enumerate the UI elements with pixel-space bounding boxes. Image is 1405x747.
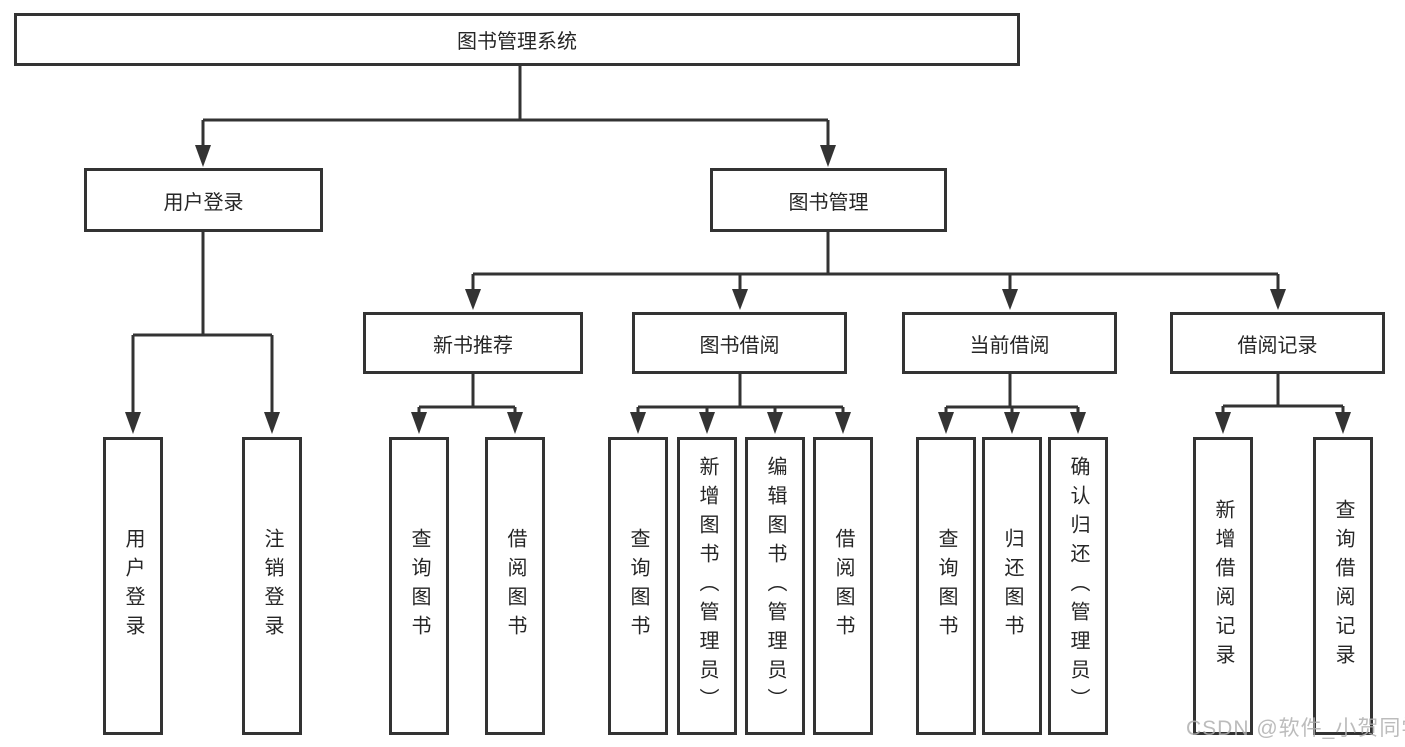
node-label: 确认归还（管理员） [1067,455,1089,717]
node-book-borrowing: 图书借阅 [632,312,847,374]
node-label: 图书管理系统 [457,31,577,53]
node-label: 借阅记录 [1237,334,1318,357]
leaf-return-books: 归还图书 [982,437,1042,735]
csdn-watermark: CSDN @软件_小贺同学 [1186,717,1405,740]
connector-current-borrow-branch [938,374,1086,434]
leaf-borrow-books-2: 借阅图书 [813,437,873,735]
node-current-borrowing: 当前借阅 [902,312,1117,374]
leaf-edit-books-admin: 编辑图书（管理员） [745,437,805,735]
connector-book-borrow-branch [630,374,851,434]
leaf-add-borrow-record: 新增借阅记录 [1193,437,1253,735]
node-label: 用户登录 [163,191,244,214]
node-label: 查询图书 [627,528,649,644]
node-label: 借阅图书 [832,528,854,644]
node-label: 图书借阅 [699,334,780,357]
node-label: 新增图书（管理员） [696,455,718,717]
node-label: 新书推荐 [433,334,513,357]
node-book-management: 图书管理 [710,168,947,232]
node-label: 图书管理 [788,191,869,214]
leaf-user-login: 用户登录 [103,437,163,735]
node-label: 用户登录 [122,528,144,644]
node-label: 归还图书 [1001,528,1023,644]
connector-user-login-branch [125,232,280,434]
node-label: 注销登录 [261,528,283,644]
node-borrowing-records: 借阅记录 [1170,312,1385,374]
connector-book-mgmt-to-level3 [465,232,1286,310]
node-label: 借阅图书 [504,528,526,644]
leaf-query-books-2: 查询图书 [608,437,668,735]
node-library-management-system: 图书管理系统 [14,13,1020,66]
leaf-add-books-admin: 新增图书（管理员） [677,437,737,735]
node-label: 查询图书 [935,528,957,644]
connector-borrow-records-branch [1215,374,1351,434]
node-user-login: 用户登录 [84,168,323,232]
leaf-confirm-return-admin: 确认归还（管理员） [1048,437,1108,735]
node-new-book-recommend: 新书推荐 [363,312,583,374]
node-label: 编辑图书（管理员） [764,455,786,717]
node-label: 当前借阅 [969,334,1050,357]
leaf-query-books-3: 查询图书 [916,437,976,735]
leaf-logout: 注销登录 [242,437,302,735]
node-label: 查询图书 [408,528,430,644]
leaf-query-borrow-record: 查询借阅记录 [1313,437,1373,735]
connector-new-book-branch [411,374,523,434]
leaf-query-books-1: 查询图书 [389,437,449,735]
node-label: 新增借阅记录 [1212,499,1234,673]
leaf-borrow-books-1: 借阅图书 [485,437,545,735]
connector-root-to-level2 [195,66,836,167]
node-label: 查询借阅记录 [1332,499,1354,673]
